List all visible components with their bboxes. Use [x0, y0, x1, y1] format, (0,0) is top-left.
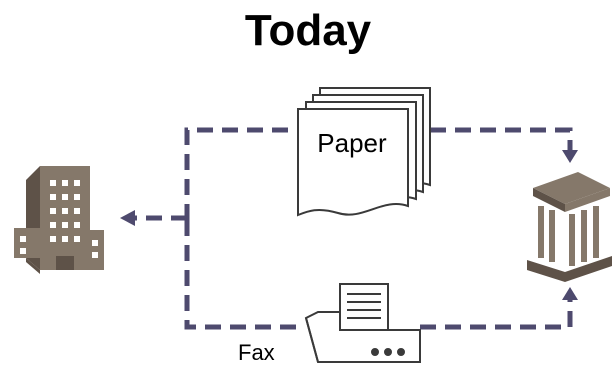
- arrow-left-to-company: [120, 210, 135, 226]
- bank-building-icon: [527, 172, 612, 282]
- connector-lines: [135, 127, 573, 330]
- fax-label: Fax: [238, 340, 275, 365]
- connector-company-to-fax: [184, 220, 305, 330]
- diagram-title: Today: [244, 6, 372, 55]
- arrow-up-to-bank: [562, 287, 578, 300]
- connector-paper-to-bank: [430, 127, 573, 150]
- office-building-icon: [14, 166, 104, 274]
- document-stack-icon: [297, 87, 431, 217]
- fax-machine-icon: [304, 283, 421, 363]
- arrow-down-to-bank: [562, 150, 578, 163]
- connector-company-to-paper: [184, 127, 300, 220]
- paper-label: Paper: [317, 128, 387, 158]
- connector-fax-to-bank: [420, 300, 573, 330]
